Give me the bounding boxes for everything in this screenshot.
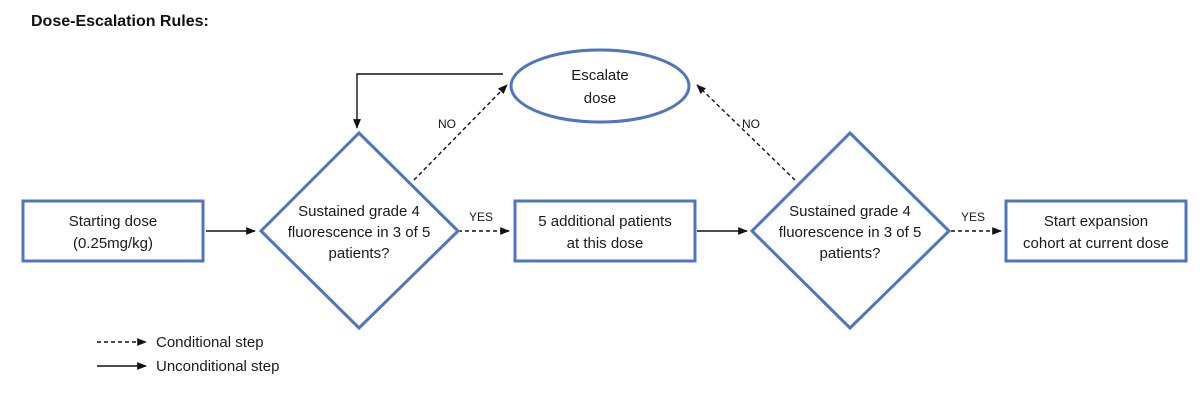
node-additional-line2: at this dose <box>567 235 644 252</box>
edge-label-no-right: NO <box>742 117 760 131</box>
node-decision-1: Sustained grade 4 fluorescence in 3 of 5… <box>258 130 461 331</box>
edge-label-yes-right: YES <box>961 210 985 224</box>
node-expansion-line2: cohort at current dose <box>1023 235 1169 252</box>
legend: Conditional step Unconditional step <box>97 334 279 375</box>
diagram-title: Dose-Escalation Rules: <box>31 13 209 30</box>
arrow-decision2-to-escalate <box>696 84 796 181</box>
node-additional-line1: 5 additional patients <box>538 213 671 230</box>
node-escalate-line1: Escalate <box>571 67 629 84</box>
node-escalate-line2: dose <box>584 90 617 107</box>
node-decision-2-line1: Sustained grade 4 <box>789 203 911 220</box>
node-decision-2: Sustained grade 4 fluorescence in 3 of 5… <box>749 130 952 331</box>
edge-label-no-left: NO <box>438 117 456 131</box>
node-starting-dose: Starting dose (0.25mg/kg) <box>21 199 205 263</box>
node-starting-dose-line2: (0.25mg/kg) <box>73 235 153 252</box>
node-start-expansion: Start expansion cohort at current dose <box>1004 199 1188 263</box>
arrow-escalate-to-decision1 <box>353 73 503 129</box>
legend-conditional-label: Conditional step <box>156 334 264 351</box>
node-decision-1-line1: Sustained grade 4 <box>298 203 420 220</box>
legend-unconditional-label: Unconditional step <box>156 358 279 375</box>
node-escalate-dose: Escalate dose <box>509 48 691 124</box>
node-starting-dose-line1: Starting dose <box>69 213 157 230</box>
edge-label-yes-left: YES <box>469 210 493 224</box>
node-decision-1-line3: patients? <box>329 245 390 262</box>
node-decision-2-line3: patients? <box>820 245 881 262</box>
node-decision-1-line2: fluorescence in 3 of 5 <box>288 224 431 241</box>
node-additional-patients: 5 additional patients at this dose <box>513 199 697 263</box>
node-decision-2-line2: fluorescence in 3 of 5 <box>779 224 922 241</box>
node-expansion-line1: Start expansion <box>1044 213 1148 230</box>
arrow-decision1-to-escalate <box>413 84 508 181</box>
